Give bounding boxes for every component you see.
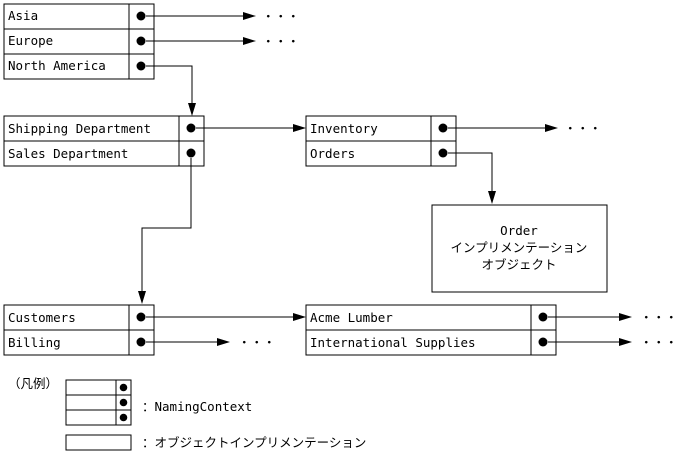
binding-dot (438, 148, 448, 158)
arrow-head (293, 124, 306, 132)
arrow-head (619, 338, 632, 346)
binding-dot (119, 413, 128, 422)
continuation-ellipsis: ・・・ (262, 9, 300, 24)
context-entry-shipping-department[interactable]: Shipping Department (8, 121, 151, 136)
binding-dot (538, 337, 548, 347)
customers-naming-context: Acme Lumber International Supplies (305, 304, 557, 356)
order-implementation-object: Order インプリメンテーション オブジェクト (431, 204, 608, 293)
continuation-ellipsis: ・・・ (564, 121, 602, 136)
binding-dot (136, 61, 146, 71)
context-entry-europe[interactable]: Europe (8, 33, 53, 48)
context-entry-inventory[interactable]: Inventory (310, 121, 378, 136)
binding-dot (186, 148, 196, 158)
arrow-head (243, 37, 256, 45)
context-entry-asia[interactable]: Asia (8, 8, 38, 23)
context-entry-sales-department[interactable]: Sales Department (8, 146, 128, 161)
arrow-head (545, 124, 558, 132)
order-object-line-2: インプリメンテーション (451, 240, 588, 255)
continuation-ellipsis: ・・・ (640, 310, 677, 325)
legend-title: （凡例） (8, 376, 58, 391)
binding-dot (438, 123, 448, 133)
continuation-ellipsis: ・・・ (640, 335, 677, 350)
legend-object-impl-sample (65, 434, 132, 451)
binding-dot (186, 123, 196, 133)
order-object-line-1: Order (500, 223, 538, 238)
sales-naming-context: Customers Billing (3, 304, 155, 356)
binding-dot (538, 312, 548, 322)
legend-naming-context-label: ：NamingContext (142, 399, 252, 414)
shipping-naming-context: Inventory Orders (305, 115, 457, 167)
context-entry-billing[interactable]: Billing (8, 335, 61, 350)
context-entry-acme-lumber[interactable]: Acme Lumber (310, 310, 393, 325)
order-object-line-3: オブジェクト (481, 257, 556, 272)
legend: （凡例） ：NamingContext ：オブジェクトインプリメンテーション (8, 376, 366, 451)
binding-dot (136, 312, 146, 322)
order-object-frame (431, 204, 608, 293)
binding-dot (119, 383, 128, 392)
arrow-head (293, 313, 306, 321)
arrow-head (488, 191, 496, 204)
arrow-head (138, 291, 146, 304)
legend-object-impl-label: ：オブジェクトインプリメンテーション (142, 435, 366, 450)
binding-dot (119, 398, 128, 407)
continuation-ellipsis: ・・・ (238, 335, 276, 350)
arrow-head (217, 338, 230, 346)
arrow-head (619, 313, 632, 321)
context-entry-customers[interactable]: Customers (8, 310, 76, 325)
binding-dot (136, 36, 146, 46)
arrow-head (188, 103, 196, 116)
context-entry-international-supplies[interactable]: International Supplies (310, 335, 476, 350)
context-entry-north-america[interactable]: North America (8, 58, 106, 73)
north-america-naming-context: Shipping Department Sales Department (3, 115, 205, 167)
context-entry-orders[interactable]: Orders (310, 146, 355, 161)
binding-dot (136, 337, 146, 347)
continuation-ellipsis: ・・・ (262, 34, 300, 49)
binding-dot (136, 11, 146, 21)
arrow-head (243, 12, 256, 20)
root-naming-context: Asia Europe North America (3, 3, 155, 80)
